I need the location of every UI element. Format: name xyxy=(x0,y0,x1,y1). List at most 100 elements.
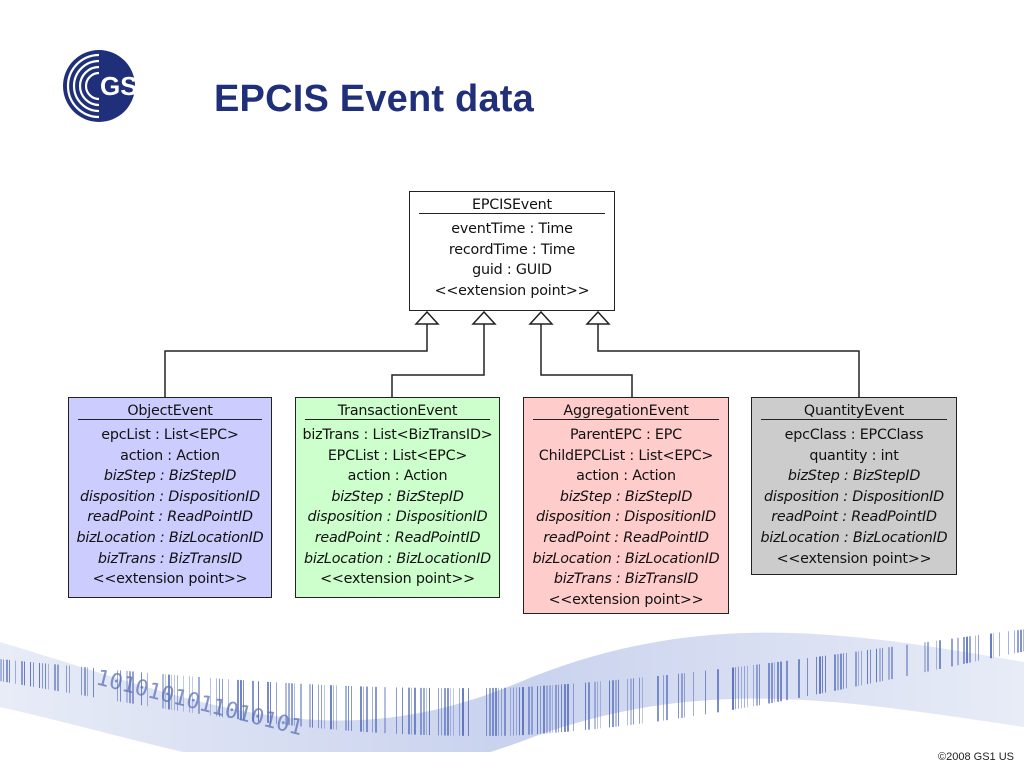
barcode-bar xyxy=(633,678,634,725)
barcode-bar xyxy=(747,665,748,708)
barcode-bar xyxy=(285,682,287,725)
barcode-bar xyxy=(777,661,779,702)
barcode-bar xyxy=(822,656,823,694)
attribute-item: bizTrans : BizTransID xyxy=(553,571,699,588)
barcode-bar xyxy=(24,661,25,686)
barcode-bar xyxy=(969,636,971,663)
barcode-bar xyxy=(276,682,277,724)
attribute-item: bizLocation : BizLocationID xyxy=(532,550,720,567)
barcode-bar xyxy=(48,663,49,690)
barcode-bar xyxy=(630,678,632,725)
gs1-logo-icon: GS1 xyxy=(63,50,152,122)
attribute-item: action : Action xyxy=(120,447,220,464)
barcode-bar xyxy=(867,650,868,685)
class-name: AggregationEvent xyxy=(533,398,719,420)
connector-object xyxy=(164,324,428,397)
barcode-bar xyxy=(807,658,808,697)
barcode-bar xyxy=(54,664,56,691)
barcode-bar xyxy=(216,678,217,717)
barcode-bar xyxy=(786,660,788,701)
barcode-bar xyxy=(561,684,562,733)
barcode-bar xyxy=(684,673,685,718)
arrowhead-aggregation xyxy=(528,310,554,325)
attribute-item: readPoint : ReadPointID xyxy=(543,529,709,546)
barcode-bar xyxy=(891,646,893,680)
barcode-bar xyxy=(663,675,664,721)
barcode-bar xyxy=(642,677,643,724)
barcode-bar xyxy=(147,672,148,707)
barcode-bar xyxy=(978,635,979,661)
barcode-bar xyxy=(975,635,976,662)
barcode-bar xyxy=(441,688,442,736)
attribute-item: <<extension point>> xyxy=(92,571,248,588)
attribute-item: disposition : DispositionID xyxy=(80,488,260,505)
barcode-bar xyxy=(927,641,929,672)
barcode-bar xyxy=(351,686,352,731)
barcode-bar xyxy=(837,654,839,691)
barcode-bar xyxy=(348,685,349,731)
attribute-item: bizLocation : BizLocationID xyxy=(76,529,264,546)
barcode-bar xyxy=(846,652,847,689)
barcode-bar xyxy=(882,647,883,681)
barcode-bar xyxy=(420,687,422,735)
barcode-bar xyxy=(924,642,926,673)
barcode-bar xyxy=(240,680,242,720)
barcode-bar xyxy=(537,686,538,735)
barcode-bar xyxy=(936,640,937,670)
barcode-bar xyxy=(492,687,494,736)
barcode-bar xyxy=(573,683,574,732)
attribute-item: guid : GUID xyxy=(472,262,552,279)
barcode-bar xyxy=(1008,631,1009,655)
barcode-bar xyxy=(447,688,449,736)
barcode-bar xyxy=(966,636,968,664)
barcode-bar xyxy=(93,667,94,698)
barcode-bar xyxy=(819,656,821,694)
barcode-bar xyxy=(495,687,497,736)
barcode-bar xyxy=(57,664,59,692)
barcode-bar xyxy=(198,676,200,714)
barcode-bar xyxy=(84,667,86,696)
attribute-item: <<extension point>> xyxy=(548,591,704,608)
connector-quantity xyxy=(597,324,860,397)
barcode-bar xyxy=(963,637,965,664)
barcode-bar xyxy=(906,644,908,676)
barcode-bar xyxy=(360,686,362,732)
barcode-bar xyxy=(258,681,259,722)
barcode-bar xyxy=(300,683,302,727)
copyright: ©2008 GS1 US xyxy=(938,751,1014,763)
barcode-bar xyxy=(618,679,619,727)
barcode-bar xyxy=(462,688,464,736)
class-name: TransactionEvent xyxy=(305,398,490,420)
barcode-bar xyxy=(843,653,844,689)
barcode-bar xyxy=(444,688,446,736)
class-name: EPCISEvent xyxy=(419,192,605,214)
barcode-bar xyxy=(939,640,941,669)
barcode-bar xyxy=(774,662,775,703)
barcode-bar xyxy=(678,673,679,719)
barcode-bar xyxy=(288,683,290,726)
arrowhead-object xyxy=(414,310,440,325)
barcode-bar xyxy=(294,683,295,726)
barcode-bar xyxy=(423,687,425,735)
barcode-bar xyxy=(870,649,871,684)
barcode-bar xyxy=(522,687,524,736)
attribute-item: disposition : DispositionID xyxy=(764,488,944,505)
attribute-item: bizTrans : List<BizTransID> xyxy=(302,427,493,443)
attribute-item: disposition : DispositionID xyxy=(536,509,716,526)
barcode-bar xyxy=(657,675,659,722)
barcode-bar xyxy=(459,688,460,736)
attribute-item: epcClass : EPCClass xyxy=(784,427,924,443)
barcode-bar xyxy=(504,687,506,736)
barcode-bar xyxy=(468,688,469,736)
barcode-bar xyxy=(546,685,548,734)
barcode-bar xyxy=(498,687,499,736)
barcode-bar xyxy=(855,651,857,687)
barcode-bar xyxy=(567,683,569,732)
connector-aggregation xyxy=(540,324,633,397)
barcode-bar xyxy=(585,682,586,730)
barcode-bar xyxy=(531,686,533,735)
barcode-bar xyxy=(999,632,1000,657)
barcode-bar xyxy=(453,688,454,736)
